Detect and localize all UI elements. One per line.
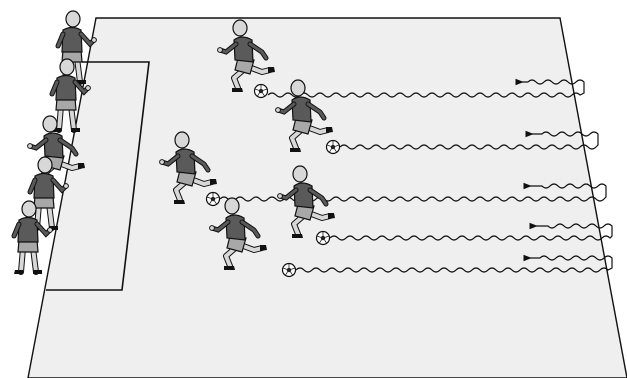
soccer-ball-icon (255, 85, 268, 98)
waiting-player-5 (14, 201, 52, 274)
soccer-ball-icon (317, 232, 330, 245)
soccer-ball-icon (283, 264, 296, 277)
soccer-ball-icon (327, 141, 340, 154)
soccer-ball-icon (207, 193, 220, 206)
pitch-area (28, 18, 627, 378)
